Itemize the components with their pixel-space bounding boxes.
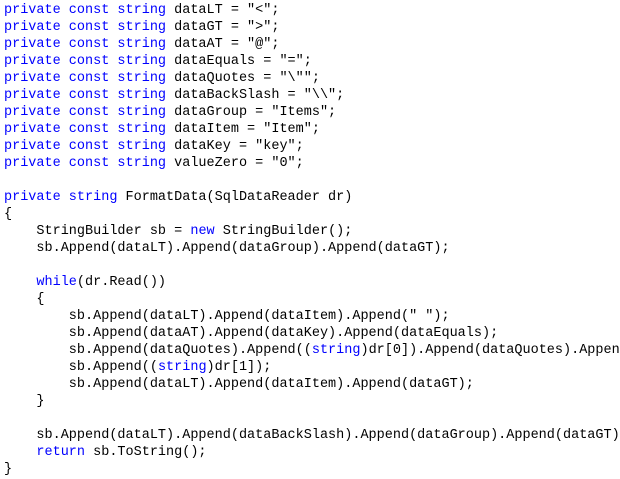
code-token: )dr[1]);: [206, 360, 272, 375]
code-line: private const string dataGroup = "Items"…: [4, 104, 620, 121]
code-line: sb.Append((string)dr[1]);: [4, 359, 620, 376]
keyword-token: private const string: [4, 105, 167, 120]
code-line: [4, 410, 620, 427]
code-line: }: [4, 393, 620, 410]
code-line: private const string valueZero = "0";: [4, 155, 620, 172]
code-token: (dr.Read()): [76, 275, 167, 290]
keyword-token: return: [36, 445, 86, 460]
code-token: sb.Append(dataLT).Append(dataGroup).Appe…: [4, 241, 450, 256]
code-token: {: [4, 292, 45, 307]
keyword-token: string: [311, 343, 361, 358]
code-token: dataLT = "<";: [166, 3, 280, 18]
code-token: sb.Append(dataLT).Append(dataItem).Appen…: [4, 309, 450, 324]
keyword-token: private string: [4, 190, 118, 205]
code-line: private const string dataLT = "<";: [4, 2, 620, 19]
keyword-token: new: [190, 224, 215, 239]
code-line: sb.Append(dataAT).Append(dataKey).Append…: [4, 325, 620, 342]
code-line: [4, 172, 620, 189]
code-token: dataQuotes = "\"";: [166, 71, 320, 86]
code-line: private const string dataBackSlash = "\\…: [4, 87, 620, 104]
code-token: dataKey = "key";: [166, 139, 304, 154]
code-line: private const string dataQuotes = "\"";: [4, 70, 620, 87]
code-token: dataItem = "Item";: [166, 122, 320, 137]
keyword-token: private const string: [4, 3, 167, 18]
code-line: return sb.ToString();: [4, 444, 620, 461]
code-token: }: [4, 394, 45, 409]
code-line: private const string dataEquals = "=";: [4, 53, 620, 70]
keyword-token: while: [36, 275, 77, 290]
code-line: private const string dataAT = "@";: [4, 36, 620, 53]
code-line: }: [4, 461, 620, 478]
keyword-token: string: [157, 360, 207, 375]
code-token: FormatData(SqlDataReader dr): [117, 190, 353, 205]
code-line: sb.Append(dataLT).Append(dataGroup).Appe…: [4, 240, 620, 257]
code-token: dataEquals = "=";: [166, 54, 312, 69]
code-token: dataGT = ">";: [166, 20, 280, 35]
code-line: {: [4, 206, 620, 223]
keyword-token: private const string: [4, 139, 167, 154]
code-token: dataAT = "@";: [166, 37, 280, 52]
code-token: [4, 275, 36, 290]
code-line: private const string dataItem = "Item";: [4, 121, 620, 138]
keyword-token: private const string: [4, 71, 167, 86]
code-token: sb.Append(dataQuotes).Append((: [4, 343, 312, 358]
code-line: private string FormatData(SqlDataReader …: [4, 189, 620, 206]
keyword-token: private const string: [4, 20, 167, 35]
code-token: sb.ToString();: [85, 445, 207, 460]
code-token: valueZero = "0";: [166, 156, 304, 171]
code-line: sb.Append(dataQuotes).Append((string)dr[…: [4, 342, 620, 359]
code-line: {: [4, 291, 620, 308]
code-editor[interactable]: private const string dataLT = "<";privat…: [4, 2, 620, 478]
code-token: StringBuilder();: [214, 224, 353, 239]
code-line: sb.Append(dataLT).Append(dataItem).Appen…: [4, 308, 620, 325]
code-token: sb.Append(dataAT).Append(dataKey).Append…: [4, 326, 499, 341]
code-token: dataGroup = "Items";: [166, 105, 337, 120]
code-line: [4, 257, 620, 274]
code-token: sb.Append((: [4, 360, 158, 375]
keyword-token: private const string: [4, 37, 167, 52]
code-token: StringBuilder sb =: [4, 224, 191, 239]
code-line: private const string dataGT = ">";: [4, 19, 620, 36]
keyword-token: private const string: [4, 122, 167, 137]
code-line: StringBuilder sb = new StringBuilder();: [4, 223, 620, 240]
code-token: [4, 445, 36, 460]
code-token: sb.Append(dataLT).Append(dataItem).Appen…: [4, 377, 474, 392]
code-token: }: [4, 462, 13, 477]
code-token: sb.Append(dataLT).Append(dataBackSlash).…: [4, 428, 620, 443]
code-token: dataBackSlash = "\\";: [166, 88, 345, 103]
code-line: sb.Append(dataLT).Append(dataItem).Appen…: [4, 376, 620, 393]
code-token: {: [4, 207, 13, 222]
keyword-token: private const string: [4, 88, 167, 103]
code-line: while(dr.Read()): [4, 274, 620, 291]
code-line: sb.Append(dataLT).Append(dataBackSlash).…: [4, 427, 620, 444]
keyword-token: private const string: [4, 156, 167, 171]
code-line: private const string dataKey = "key";: [4, 138, 620, 155]
code-token: )dr[0]).Append(dataQuotes).Append: [360, 343, 620, 358]
keyword-token: private const string: [4, 54, 167, 69]
